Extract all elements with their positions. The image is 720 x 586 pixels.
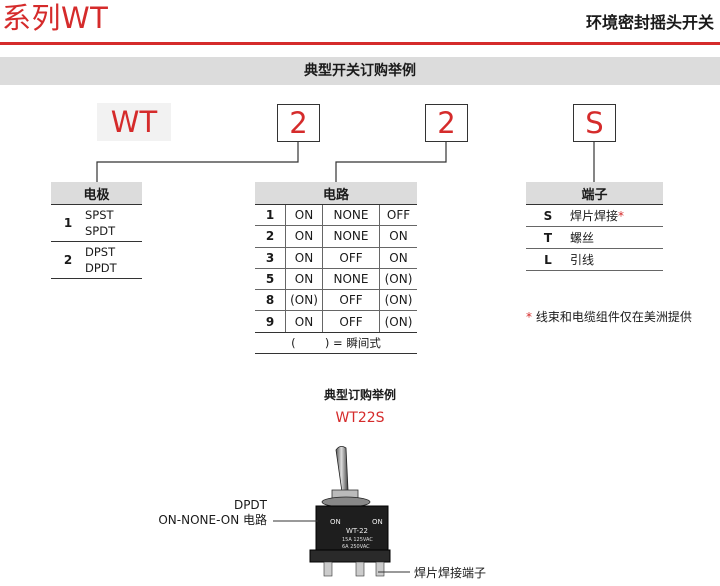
circuit-pos2: OFF [322,310,380,333]
terminal-key: S [526,204,570,227]
circuit-connector-line [335,142,447,182]
footnote-mark: * [526,310,532,324]
momentary-legend: ( ) = 瞬间式 [255,332,417,354]
table-row: 9 ON OFF (ON) [255,310,417,333]
circuit-pos3: ON [379,247,417,269]
circuit-pos2: NONE [322,225,380,248]
footnote-text: 线束和电缆组件仅在美洲提供 [535,310,692,324]
solder-terminal [355,561,365,577]
circuit-key: 8 [255,289,286,312]
table-row: T 螺丝 [526,226,663,249]
switch-base [309,549,391,563]
table-row: 1 SPST SPDT [51,204,142,242]
table-row: 2 DPST DPDT [51,241,142,279]
circuit-pos2: OFF [322,289,380,312]
switch-rating-2: 6A 250VAC [342,544,370,550]
circuit-key: 2 [255,225,286,248]
poles-table: 电极 1 SPST SPDT 2 DPST DPDT [51,182,142,279]
terminal-key: L [526,248,570,271]
terminal-table-header: 端子 [526,182,663,205]
footnote: * 线束和电缆组件仅在美洲提供 [526,308,692,325]
series-title: 系列WT [2,1,109,35]
circuit-pos3: (ON) [379,310,417,333]
switch-label-on-right: ON [372,518,383,526]
terminal-table: 端子 S 焊片焊接* T 螺丝 L 引线 [526,182,663,271]
table-row: 5 ON NONE (ON) [255,268,417,291]
section-title-band: 典型开关订购举例 [0,57,720,85]
terminal-label: 螺丝 [570,226,663,249]
circuit-pos1: (ON) [285,289,323,312]
pole-key: 1 [51,204,85,242]
circuit-pos2: OFF [322,247,380,269]
circuit-pos2: NONE [322,268,380,291]
toggle-switch-illustration [309,446,391,577]
solder-terminal [375,561,385,577]
table-row: 2 ON NONE ON [255,225,417,248]
pole-desc-line1: DPST [85,245,116,259]
example-title: 典型订购举例 [323,388,396,402]
circuit-pos3: OFF [379,204,417,227]
circuit-key: 9 [255,310,286,333]
circuit-pos1: ON [285,310,323,333]
circuit-pos3: (ON) [379,289,417,312]
circuit-table-header: 电路 [255,182,417,205]
solder-terminal [323,561,333,577]
table-row: 3 ON OFF ON [255,247,417,269]
terminal-code-box: S [573,104,616,142]
terminal-label-cell: 焊片焊接* [570,204,663,227]
pole-desc: DPST DPDT [85,241,142,279]
terminal-key: T [526,226,570,249]
circuit-callout-line1: DPDT [233,498,267,512]
circuit-pos1: ON [285,268,323,291]
circuit-pos3: ON [379,225,417,248]
poles-connector-line [96,142,299,182]
toggle-lever [335,446,349,493]
pole-desc-line2: SPDT [85,224,116,238]
table-row: 1 ON NONE OFF [255,204,417,227]
table-row: L 引线 [526,248,663,271]
series-code-box: WT [97,103,171,141]
circuit-callout: DPDT ON-NONE-ON 电路 [130,498,267,528]
terminal-label: 焊片焊接 [570,209,619,223]
circuit-callout-line2: ON-NONE-ON 电路 [158,513,267,527]
circuit-code-box: 2 [425,104,468,142]
circuit-pos1: ON [285,225,323,248]
example-code: WT22S [335,410,385,426]
table-row: S 焊片焊接* [526,204,663,227]
pole-key: 2 [51,241,85,279]
header-rule [0,42,720,45]
terminal-label: 引线 [570,248,663,271]
header-subtitle: 环境密封摇头开关 [585,13,714,32]
circuit-key: 5 [255,268,286,291]
switch-label-on-left: ON [330,518,341,526]
asterisk-mark: * [618,209,625,223]
pole-desc-line1: SPST [85,208,114,222]
pole-desc-line2: DPDT [85,261,117,275]
circuit-pos1: ON [285,247,323,269]
pole-desc: SPST SPDT [85,204,142,242]
circuit-key: 1 [255,204,286,227]
switch-rating-1: 15A 125VAC [342,537,373,543]
circuit-pos3: (ON) [379,268,417,291]
poles-code-box: 2 [277,104,320,142]
circuit-key: 3 [255,247,286,269]
circuit-pos2: NONE [322,204,380,227]
poles-table-header: 电极 [51,182,142,205]
table-row: 8 (ON) OFF (ON) [255,289,417,312]
circuit-pos1: ON [285,204,323,227]
circuit-table: 电路 1 ON NONE OFF 2 ON NONE ON 3 ON OFF O… [255,182,417,354]
terminal-callout: 焊片焊接端子 [414,566,487,580]
switch-body [315,505,389,559]
switch-model-label: WT-22 [346,527,368,535]
